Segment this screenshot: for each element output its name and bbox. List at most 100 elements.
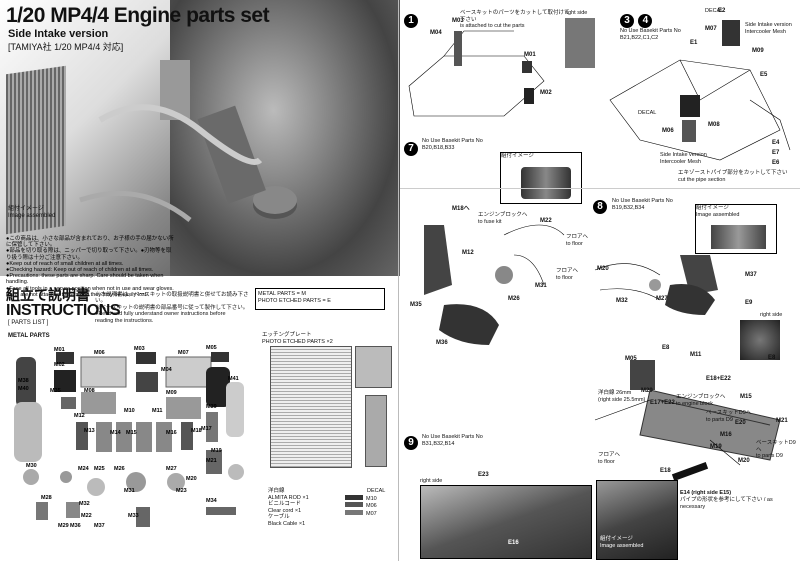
cut-note: エキゾーストパイプ部分をカットして下さい cut the pipe sectio… — [678, 170, 788, 183]
warning-line: ●部品を切り取る際は、ニッパーで切り取って下さい。●刃物等を取り扱う際は十分ご注… — [6, 248, 172, 261]
decal-item: M06 — [366, 503, 377, 509]
part-label-M04: M04 — [161, 367, 173, 373]
base-en: to parts D9 — [706, 416, 733, 423]
instructions-heading-en: INSTRUCTIONS — [6, 302, 121, 319]
step-34-label: M07 — [705, 26, 717, 32]
part-label-M26: M26 — [114, 466, 125, 472]
to-fuse-jp: エンジンブロックへ — [478, 212, 528, 218]
pe-label-jp: エッチングプレート — [262, 332, 312, 338]
part-label-M16: M16 — [166, 430, 177, 436]
decal-label-34b: DECAL — [638, 110, 657, 116]
step-7-number: 7 — [404, 138, 418, 156]
no-use-parts: B21,B22,C1,C2 — [620, 34, 659, 41]
warning-box: ●この商品は、小さな部品が含まれており、お子様の手の届かない所に保管して下さい。… — [6, 236, 176, 298]
step-right-label: E8 — [768, 355, 776, 361]
step-7-label: M18へ — [452, 206, 470, 212]
photo-etched-sheet-small — [355, 346, 392, 388]
part-label-M18: M18 — [191, 428, 202, 434]
part-label-M32: M32 — [79, 501, 90, 507]
step-right-label: M05 — [625, 356, 637, 362]
part-label-M29: M29 — [58, 523, 69, 529]
warning-line: ●Face all tools in a secure position whe… — [6, 285, 174, 292]
part-label-M41: M41 — [228, 376, 239, 382]
legend-line: METAL PARTS = M — [258, 291, 306, 297]
step-34-nouse: No Use Basekit Parts No B21,B22,C1,C2 — [620, 28, 681, 41]
part-label-M10: M10 — [124, 408, 135, 414]
part-label-M28: M28 — [41, 495, 52, 501]
step-right-label: E20 — [735, 420, 746, 426]
decal-item: M10 — [366, 495, 377, 502]
intercooler-label-2: Intercooler Mesh — [660, 159, 701, 165]
step-34-label: M09 — [752, 48, 764, 54]
to-fuse-note: エンジンブロックへ to fuse kit — [478, 212, 527, 225]
step-right-photo-caption: 組付イメージ Image assembled — [600, 536, 643, 549]
part-label-M39: M39 — [206, 404, 217, 410]
acc-en: Clear cord ×1 — [268, 507, 302, 514]
wire-jp: 洋白線 26mm — [598, 390, 632, 396]
instructions-note: ※本説明書は、ベースキットの取扱説明書と併せてお読み下さい。 ※ベースキットの説… — [95, 292, 255, 324]
step-8-nouse: No Use Basekit Parts No B19,B32,B34 — [612, 198, 673, 211]
part-label-M13: M13 — [84, 428, 95, 434]
pe-label: エッチングプレート PHOTO ETCHED PARTS ×2 — [262, 332, 333, 345]
warning-line: ●この商品は、小さな部品が含まれており、お子様の手の届かない所に保管して下さい。 — [6, 236, 174, 249]
step-right-label: E18 — [660, 468, 671, 474]
acc-en: ALMITA ROD ×1 — [268, 494, 309, 501]
photo-etched-strip — [365, 395, 387, 467]
base-en: to parts D9 — [756, 453, 783, 459]
engine-jp: エンジンブロックへ — [676, 394, 726, 400]
base-note-2: ベースキットD9へ to parts D9 — [756, 440, 800, 460]
part-label-M12: M12 — [74, 413, 85, 419]
step-7-nouse: No Use Basekit Parts No B20,B18,B33 — [422, 138, 483, 151]
img-caption-en: Image assembled — [600, 542, 644, 549]
to-floor-note-2: フロアへ to floor — [556, 268, 578, 281]
to-floor-en: to floor — [566, 240, 583, 247]
step-right-label: M29 — [641, 388, 653, 394]
step-7-image — [521, 167, 571, 199]
step-right-label: E8 — [662, 345, 670, 351]
step-7-label: M36 — [436, 340, 448, 346]
part-label-M06: M06 — [94, 350, 105, 356]
step-right-label: E17+E22 — [650, 400, 675, 406]
no-use-label: No Use Basekit Parts No — [422, 434, 483, 440]
part-label-M38: M38 — [18, 378, 29, 384]
step-8-label: E9 — [745, 300, 753, 306]
base-jp: ベースキットD9へ — [706, 410, 752, 416]
step-1-right-side-img — [565, 18, 595, 68]
part-label-M11: M11 — [152, 408, 162, 414]
img-caption-jp: 組付イメージ — [501, 153, 534, 159]
img-caption-en: Image assembled — [696, 211, 740, 218]
intercooler-label: Intercooler Mesh — [745, 29, 786, 35]
step-9-label: E16 — [508, 540, 519, 546]
part-label-M25: M25 — [94, 466, 105, 472]
step-1-label: M03 — [452, 18, 464, 24]
step-8-label: M32 — [616, 298, 628, 304]
step-8-label: M20 — [597, 266, 609, 272]
decal-label: DECAL — [367, 488, 386, 494]
to-floor-en: to floor — [556, 274, 573, 281]
step-7-label: M35 — [410, 302, 422, 308]
step-8-number: 8 — [593, 196, 607, 214]
part-label-M22: M22 — [81, 513, 92, 519]
step-right-label: M16 — [720, 432, 732, 438]
part-label-M19: M19 — [211, 448, 222, 454]
part-label-M07: M07 — [178, 350, 189, 356]
step-1-right-side: right side — [565, 10, 588, 16]
step-right-photo — [596, 480, 678, 560]
cut-note-en: cut the pipe section — [678, 176, 726, 183]
step-8-image — [711, 225, 766, 249]
to-floor-jp: フロアへ — [556, 268, 579, 274]
base-note: ベースキットD9へ to parts D9 — [706, 410, 751, 423]
step-right-label: M19 — [710, 444, 722, 450]
step-divider — [400, 188, 800, 189]
part-label-M23: M23 — [176, 488, 187, 494]
step-7-label: M26 — [508, 296, 520, 302]
page-subtitle-jp: [TAMIYA社 1/20 MP4/4 対応] — [8, 42, 124, 52]
instructions-heading-jp: 組立て説明書 — [6, 287, 90, 303]
decal-item: M07 — [366, 510, 377, 517]
step-right-label: M21 — [776, 418, 788, 424]
page-title: 1/20 MP4/4 Engine parts set — [6, 4, 270, 27]
floor-en: to floor — [598, 458, 615, 465]
part-label-M36: M36 — [70, 523, 81, 529]
acc-en: Black Cable ×1 — [268, 520, 306, 527]
step-1-label: M02 — [540, 90, 552, 96]
